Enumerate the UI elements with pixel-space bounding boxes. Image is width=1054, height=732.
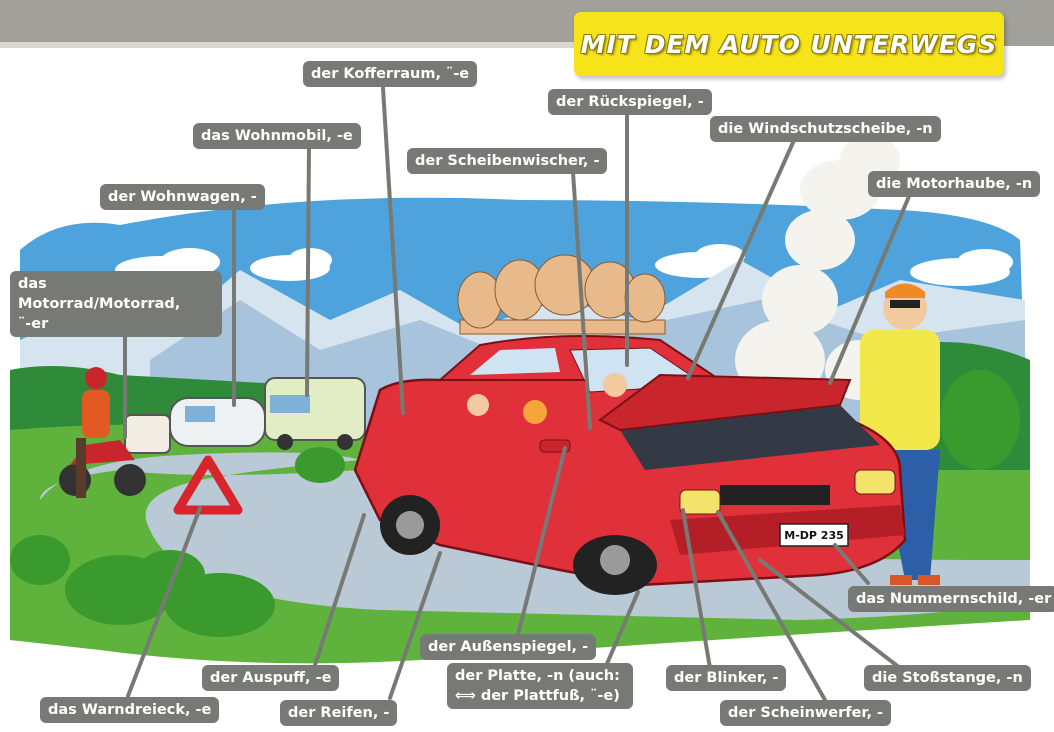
license-plate-text: M-DP 235 (784, 529, 844, 542)
label-wohnwagen: der Wohnwagen, - (100, 184, 265, 210)
motorcycle (59, 367, 146, 498)
label-stossstange: die Stoßstange, -n (864, 665, 1031, 691)
label-windschutzscheibe: die Windschutzscheibe, -n (710, 116, 941, 142)
label-rueckspiegel: der Rückspiegel, - (548, 89, 712, 115)
label-aussenspiegel: der Außenspiegel, - (420, 634, 597, 660)
label-reifen: der Reifen, - (280, 700, 398, 726)
leader-lines (123, 86, 912, 702)
label-scheibenwischer: der Scheibenwischer, - (407, 148, 608, 174)
label-platte-line1: der Platte, -n (auch: (455, 668, 620, 684)
camper-van (264, 377, 366, 450)
label-motorhaube: die Motorhaube, -n (868, 171, 1041, 197)
red-car (353, 335, 907, 595)
label-warndreieck: das Warndreieck, -e (40, 697, 220, 723)
label-kofferraum: der Kofferraum, ¨-e (303, 61, 478, 87)
clouds (115, 244, 1013, 286)
label-scheinwerfer: der Scheinwerfer, - (720, 700, 892, 726)
caravan (169, 397, 266, 447)
page-title: MIT DEM AUTO UNTERWEGS (574, 12, 1004, 76)
label-motorrad-line1: das Motorrad/Motorrad, (18, 276, 181, 312)
label-platte-line2: ⟺ der Plattfuß, ¨-e) (455, 688, 620, 704)
header-accent-bar (0, 42, 580, 48)
roof-luggage-icon (457, 254, 666, 335)
label-blinker: der Blinker, - (666, 665, 787, 691)
label-auspuff: der Auspuff, -e (202, 665, 340, 691)
label-motorrad: das Motorrad/Motorrad, ¨-er (10, 271, 222, 337)
warning-triangle-icon (173, 455, 243, 515)
label-platte: der Platte, -n (auch: ⟺ der Plattfuß, ¨-… (447, 663, 633, 709)
label-wohnmobil: das Wohnmobil, -e (193, 123, 361, 149)
label-motorrad-line2: ¨-er (18, 316, 49, 332)
label-nummernschild: das Nummernschild, -er (848, 586, 1054, 612)
